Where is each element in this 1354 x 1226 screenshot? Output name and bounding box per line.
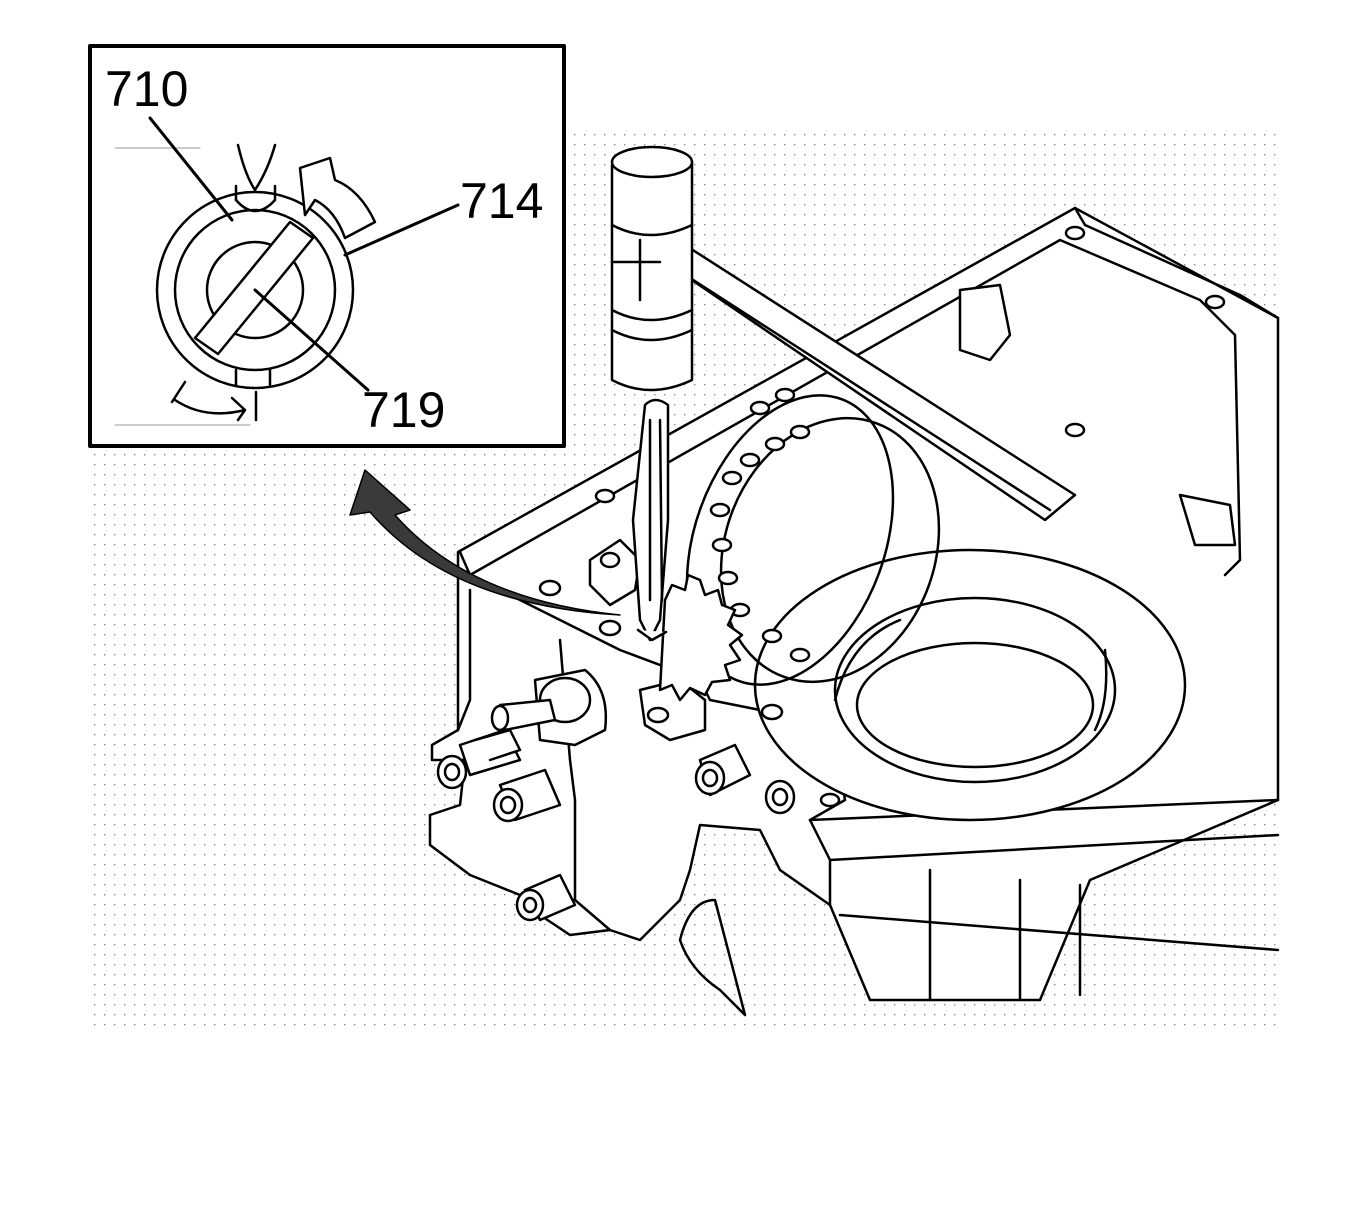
- callout-714: 714: [460, 173, 544, 229]
- hand: [680, 900, 745, 1015]
- crankshaft-seal-bore: [755, 550, 1185, 820]
- dowel-bracket: [590, 540, 640, 605]
- callout-710: 710: [105, 61, 189, 117]
- punch-tool: [633, 400, 668, 640]
- detail-inset: [90, 46, 564, 446]
- hammer: [612, 147, 1075, 520]
- callout-719: 719: [362, 382, 446, 438]
- callout-leaders: [150, 118, 458, 390]
- bolt-bosses: [640, 285, 1235, 740]
- oil-pump-ring: [649, 367, 974, 714]
- oil-pump-gear: [660, 575, 742, 700]
- detail-arrow: [350, 470, 620, 615]
- oil-fittings: [438, 670, 794, 920]
